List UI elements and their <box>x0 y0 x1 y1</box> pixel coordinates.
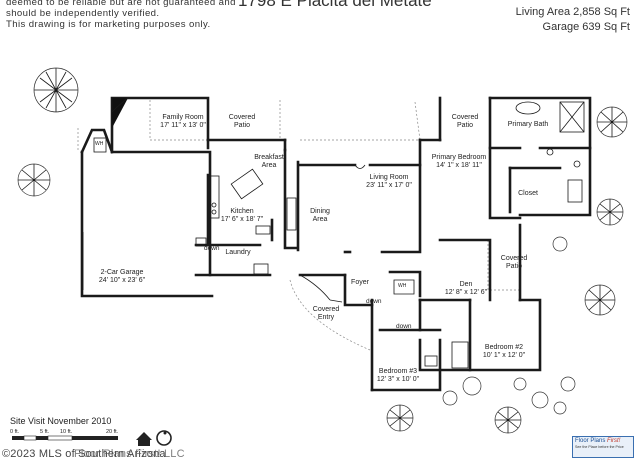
room-name: Foyer <box>351 279 369 286</box>
disclaimer-line: This drawing is for marketing purposes o… <box>6 19 211 30</box>
room-family-room: Family Room 17' 11" x 13' 0" <box>160 114 206 131</box>
site-visit-note: Site Visit November 2010 <box>10 416 112 426</box>
room-closet: Closet <box>518 190 538 198</box>
label-down-foyer: down <box>366 298 382 305</box>
room-bedroom-2: Bedroom #2 10' 1" x 12' 0" <box>483 344 525 361</box>
brand-logo: Floor Plans First! See the Place before … <box>572 436 634 458</box>
tree-icon <box>596 198 624 226</box>
disclaimer: deemed to be reliable but are not guaran… <box>6 0 236 30</box>
room-primary-bath: Primary Bath <box>508 121 548 129</box>
scale-label: 10 ft. <box>60 429 73 435</box>
room-kitchen: Kitchen 17' 6" x 18' 7" <box>221 208 263 225</box>
tree-icon <box>494 406 522 434</box>
room-bedroom-3: Bedroom #3 12' 3" x 10' 0" <box>377 368 419 385</box>
room-dimensions: Patio <box>457 122 473 130</box>
room-name: Breakfast <box>254 154 284 161</box>
scale-label: 5 ft. <box>40 429 50 435</box>
room-name: Covered <box>500 255 528 262</box>
label-down-laundry: down <box>204 245 220 252</box>
accessibility-icon <box>156 430 172 446</box>
watermark-mls: ©2023 MLS of Southern Arizona <box>2 448 166 460</box>
room-covered-entry: Covered Entry <box>313 306 339 323</box>
brand-tagline: See the Place before the Price <box>575 445 624 449</box>
garage-area: Garage 639 Sq Ft <box>542 21 630 33</box>
room-covered-patio-den: Covered Patio <box>501 255 527 272</box>
room-name: Bedroom #3 <box>378 368 418 375</box>
room-name: 2-Car Garage <box>100 269 144 276</box>
brand-top: Floor Plans <box>575 438 606 444</box>
room-primary-bedroom: Primary Bedroom 14' 1" x 18' 11" <box>432 154 486 171</box>
disclaimer-line: should be independently verified. <box>6 8 160 19</box>
room-name: Kitchen <box>230 208 254 215</box>
label-down-hall: down <box>396 323 412 330</box>
label-water-heater-hall: WH <box>398 283 407 289</box>
tree-icon <box>17 163 51 197</box>
room-foyer: Foyer <box>351 279 369 287</box>
room-dimensions: Patio <box>234 122 250 130</box>
tree-icon <box>386 404 414 432</box>
room-living-room: Living Room 23' 11" x 17' 0" <box>366 174 412 191</box>
room-dimensions: 17' 6" x 18' 7" <box>220 216 264 224</box>
room-dimensions: 10' 1" x 12' 0" <box>482 352 526 360</box>
disclaimer-line: deemed to be reliable but are not guaran… <box>6 0 236 8</box>
room-name: Covered <box>312 306 340 313</box>
tree-icon <box>33 67 79 113</box>
room-name: Primary Bath <box>507 121 549 128</box>
scale-label: 20 ft. <box>106 429 119 435</box>
room-name: Laundry <box>225 249 251 256</box>
room-name: Den <box>459 281 473 288</box>
room-dimensions: Area <box>312 216 328 224</box>
watermark-floor-plans: Floor Plans First! LLC <box>74 448 185 460</box>
room-name: Dining <box>310 208 330 215</box>
scale-bar <box>12 435 118 441</box>
room-dimensions: 23' 11" x 17' 0" <box>366 182 412 190</box>
room-covered-patio-left: Covered Patio <box>229 114 255 131</box>
room-name: Living Room <box>369 174 409 181</box>
room-name: Bedroom #2 <box>484 344 524 351</box>
room-den: Den 12' 8" x 12' 6" <box>445 281 487 298</box>
room-name: Closet <box>518 190 538 197</box>
room-dimensions: Entry <box>317 314 335 322</box>
room-garage: 2-Car Garage 24' 10" x 23' 6" <box>99 269 145 286</box>
room-dimensions: 12' 8" x 12' 6" <box>444 289 488 297</box>
room-dimensions: 17' 11" x 13' 0" <box>160 122 206 130</box>
label-water-heater-garage: WH <box>95 141 104 147</box>
tree-icon <box>596 106 628 138</box>
room-laundry: Laundry <box>225 249 250 257</box>
brand-name: Floor Plans First! <box>573 437 633 445</box>
room-dimensions: 14' 1" x 18' 11" <box>436 162 482 170</box>
property-address: 1798 E Placita del Metate <box>238 0 432 10</box>
room-dimensions: 24' 10" x 23' 6" <box>98 277 146 285</box>
equal-housing-icon <box>136 432 152 446</box>
room-name: Primary Bedroom <box>431 154 487 161</box>
brand-script: First! <box>607 438 621 444</box>
room-dining-area: Dining Area <box>310 208 330 225</box>
room-covered-patio-right: Covered Patio <box>452 114 478 131</box>
room-dimensions: 12' 3" x 10' 0" <box>376 376 420 384</box>
room-name: Covered <box>451 114 479 121</box>
room-name: Covered <box>228 114 256 121</box>
room-name: Family Room <box>162 114 204 121</box>
room-dimensions: Area <box>261 162 277 170</box>
room-dimensions: Patio <box>506 263 522 271</box>
scale-label: 0 ft. <box>10 429 20 435</box>
tree-icon <box>442 236 576 415</box>
tree-icon <box>584 284 616 316</box>
living-area: Living Area 2,858 Sq Ft <box>515 6 630 18</box>
room-breakfast-area: Breakfast Area <box>254 154 284 171</box>
